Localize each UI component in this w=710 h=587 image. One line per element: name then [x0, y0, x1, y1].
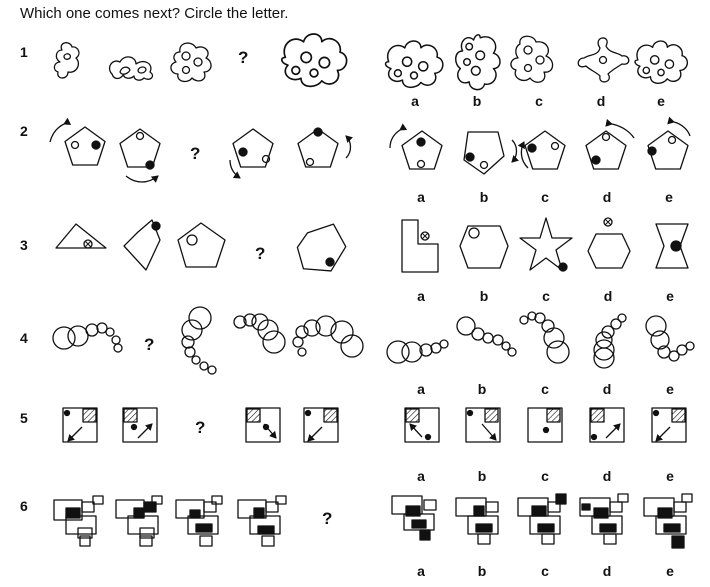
row5-figure-2	[122, 407, 158, 443]
option-letter-4d[interactable]: d	[602, 381, 612, 397]
option-letter-6c[interactable]: c	[541, 563, 549, 579]
row1-option-e	[634, 40, 689, 84]
option-letter-1a[interactable]: a	[411, 93, 419, 109]
row4-option-c	[519, 311, 570, 364]
row4-figure-3	[181, 306, 217, 375]
row1-figure-5	[280, 33, 348, 88]
row3-option-c	[519, 217, 573, 272]
option-letter-6b[interactable]: b	[477, 563, 487, 579]
row2-figure-4	[229, 128, 274, 179]
option-letter-4a[interactable]: a	[417, 381, 425, 397]
row6-option-b	[455, 497, 499, 545]
row4-figure-1	[52, 322, 123, 353]
row-number-2: 2	[20, 123, 28, 139]
option-letter-4b[interactable]: b	[477, 381, 487, 397]
row6-option-a	[391, 495, 437, 541]
row2-option-b	[463, 131, 520, 175]
instruction-text: Which one comes next? Circle the letter.	[20, 5, 289, 22]
row-number-4: 4	[20, 330, 28, 346]
option-letter-1e[interactable]: e	[657, 93, 665, 109]
row4-figure-5	[292, 315, 364, 358]
row-number-6: 6	[20, 498, 28, 514]
row1-figure-2	[108, 56, 154, 81]
row3-figure-2	[123, 219, 161, 271]
row6-figure-4	[237, 495, 287, 547]
row-number-1: 1	[20, 44, 28, 60]
row4-option-d	[593, 313, 627, 369]
row3-option-d	[587, 217, 631, 269]
option-letter-2c[interactable]: c	[541, 189, 549, 205]
option-letter-3a[interactable]: a	[417, 288, 425, 304]
row1-figure-1	[53, 42, 80, 79]
row3-option-e	[655, 223, 689, 269]
option-letter-2e[interactable]: e	[665, 189, 673, 205]
row3-option-b	[459, 225, 509, 269]
option-letter-5d[interactable]: d	[602, 468, 612, 484]
row4-option-b	[456, 316, 517, 357]
question-mark-3: ?	[255, 244, 266, 263]
option-letter-5b[interactable]: b	[477, 468, 487, 484]
option-letter-5e[interactable]: e	[666, 468, 674, 484]
row6-figure-3	[175, 495, 223, 547]
row6-option-e	[643, 493, 693, 549]
row4-option-e	[645, 315, 695, 362]
question-mark-1: ?	[238, 48, 249, 67]
row5-figure-4	[245, 407, 281, 443]
row4-option-a	[386, 339, 449, 364]
row5-option-e	[651, 407, 687, 443]
row6-option-d	[579, 493, 629, 545]
row5-figure-5	[303, 407, 339, 443]
row6-figure-2	[115, 495, 163, 547]
row4-figure-4	[233, 313, 286, 354]
row5-option-b	[465, 407, 501, 443]
option-letter-2b[interactable]: b	[479, 189, 489, 205]
row1-option-c	[510, 35, 554, 83]
row2-figure-2	[119, 128, 161, 183]
option-letter-3c[interactable]: c	[542, 288, 550, 304]
row2-figure-1	[49, 117, 106, 166]
option-letter-3b[interactable]: b	[479, 288, 489, 304]
question-mark-4: ?	[144, 335, 155, 354]
row3-figure-3	[177, 222, 226, 268]
option-letter-5a[interactable]: a	[417, 468, 425, 484]
row2-option-d	[585, 118, 635, 170]
option-letter-5c[interactable]: c	[541, 468, 549, 484]
option-letter-3e[interactable]: e	[666, 288, 674, 304]
row3-option-a	[401, 219, 439, 273]
row1-option-a	[384, 40, 444, 89]
row2-figure-5	[297, 127, 354, 168]
row1-option-d	[577, 37, 630, 83]
option-letter-4c[interactable]: c	[541, 381, 549, 397]
row3-figure-5	[296, 223, 347, 272]
row-number-3: 3	[20, 237, 28, 253]
row6-option-c	[517, 493, 567, 545]
option-letter-1d[interactable]: d	[596, 93, 606, 109]
question-mark-2: ?	[190, 144, 201, 163]
row5-option-d	[589, 407, 625, 443]
option-letter-1c[interactable]: c	[535, 93, 543, 109]
option-letter-6a[interactable]: a	[417, 563, 425, 579]
option-letter-6e[interactable]: e	[666, 563, 674, 579]
row5-option-a	[404, 407, 440, 443]
row5-option-c	[527, 407, 563, 443]
row6-figure-1	[53, 495, 104, 547]
question-mark-5: ?	[195, 418, 206, 437]
row2-option-e	[647, 116, 691, 170]
option-letter-4e[interactable]: e	[666, 381, 674, 397]
row2-option-c	[517, 130, 566, 170]
row1-option-b	[454, 34, 501, 91]
row5-figure-1	[62, 407, 98, 443]
question-mark-6: ?	[322, 509, 333, 528]
option-letter-1b[interactable]: b	[472, 93, 482, 109]
option-letter-6d[interactable]: d	[602, 563, 612, 579]
row2-option-a	[389, 123, 443, 170]
row3-figure-1	[55, 223, 107, 249]
option-letter-2d[interactable]: d	[602, 189, 612, 205]
option-letter-3d[interactable]: d	[603, 288, 613, 304]
row1-figure-3	[170, 42, 212, 83]
row-number-5: 5	[20, 410, 28, 426]
option-letter-2a[interactable]: a	[417, 189, 425, 205]
